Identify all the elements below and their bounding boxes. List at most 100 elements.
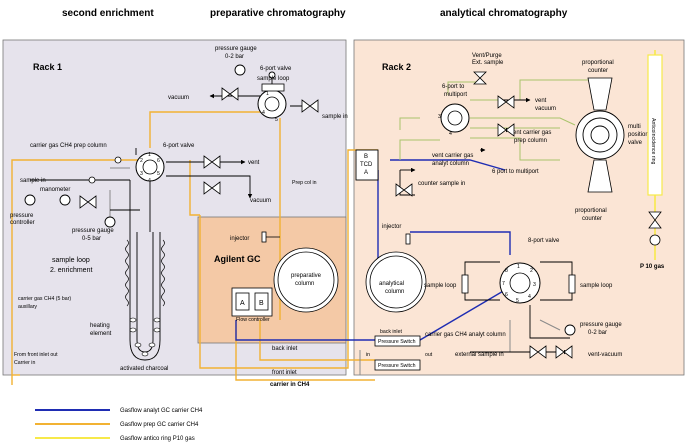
tcd-box (355, 149, 379, 181)
multi-position-valve[interactable] (575, 110, 625, 160)
front-inlet-label: front inlet (272, 370, 297, 376)
manometer-label: manometer (40, 187, 70, 193)
manometer (59, 194, 71, 206)
pressure-gauge-right-label: pressure gauge (580, 322, 622, 328)
prop-counter-top-label: proportional (582, 60, 614, 66)
pressure-gauge-right (564, 324, 576, 336)
port-a-left-label: A (240, 300, 245, 307)
six-port-valve-left[interactable] (135, 152, 165, 182)
heating-element-label-2: element (90, 331, 112, 337)
p10-label: P 10 gas (640, 264, 665, 270)
rack2-label: Rack 2 (382, 62, 411, 72)
port-label: 8 (505, 268, 508, 274)
activated-charcoal (129, 317, 161, 357)
prop-counter-top-label-2: counter (588, 68, 608, 74)
port-label: 4 (262, 110, 265, 116)
pressure-switch-bottom-text: Pressure Switch (378, 363, 416, 369)
six-to-multiport-label: 6-port to (442, 84, 465, 90)
pressure-gauge-left-range: 0-5 bar (82, 236, 101, 242)
injector-left (261, 231, 267, 243)
proportional-counter-top (587, 77, 613, 111)
port-label: 5 (275, 117, 278, 123)
port-b-left-label: B (259, 300, 264, 307)
six-port-valve-top-label: 6-port valve (260, 66, 292, 72)
prop-counter-bottom-label: proportional (575, 208, 607, 214)
injector-left-label: injector (230, 236, 249, 242)
legend-label-prep: Gasflow prep GC carrier CH4 (120, 422, 199, 428)
pressure-gauge-top (234, 64, 246, 76)
injector-right-label: injector (382, 224, 401, 230)
pressure-controller[interactable] (24, 194, 36, 206)
vacuum-top-label: vacuum (168, 95, 189, 101)
vent-vacuum-bottom-label: vent-vacuum (588, 352, 622, 358)
port-label: 5 (516, 298, 519, 304)
valve-icon[interactable] (79, 87, 319, 209)
pressure-gauge-left-label: pressure gauge (72, 228, 114, 234)
proportional-counter-bottom (587, 159, 613, 193)
sample-loop-top (261, 83, 285, 92)
six-port-valve-right[interactable] (440, 103, 470, 133)
pressure-switch-in-label: in (366, 352, 370, 358)
preparative-column-label: preparative (291, 273, 322, 279)
legend: Gasflow analyt GC carrier CH4 Gasflow pr… (35, 408, 203, 442)
agilent-gc-label: Agilent GC (214, 254, 261, 264)
back-inlet-label: back inlet (272, 346, 298, 352)
port-label: 1 (517, 264, 520, 270)
vent-purge-label: Vent/Purge (472, 53, 502, 59)
prop-counter-bottom-label-2: counter (582, 216, 602, 222)
sample-loop-right-label-1: sample loop (424, 283, 457, 289)
analytical-column (365, 251, 427, 313)
pressure-controller-label: pressure (10, 213, 34, 219)
six-to-multiport-flow-label: 6 port to multiport (492, 169, 539, 175)
prep-col-in-label: Prep col in (292, 180, 317, 186)
vent-vacuum-label: vent (535, 98, 547, 104)
eight-port-valve-label: 8-port valve (528, 238, 560, 244)
vent-carrier-analyt-label-2: analyt column (432, 161, 469, 167)
pressure-gauge-left (104, 216, 116, 228)
port-label: 7 (502, 281, 505, 287)
pressure-controller-label-2: controller (10, 220, 35, 226)
tcd-label: TCD (360, 162, 373, 168)
carrier-analyt-label: carrier gas CH4 analyt column (425, 332, 506, 338)
eight-port-valve[interactable] (499, 262, 541, 304)
injector-right (405, 233, 411, 245)
sample-loop-top-label: sample loop (257, 76, 290, 82)
vent-purge-label-2: Ext. sample (472, 60, 504, 66)
port-label: 2 (140, 158, 143, 164)
pressure-gauge-top-range: 0-2 bar (225, 54, 244, 60)
pressure-switch-top-label: back inlet (380, 329, 402, 335)
port-b-left (254, 292, 269, 311)
multi-valve-label-3: valve (628, 140, 643, 146)
fitting-icon (88, 156, 122, 184)
sample-loop-enrichment-label: sample loop (52, 257, 90, 264)
header-analytical: analytical chromatography (440, 8, 568, 19)
analytical-column-label: analytical (379, 281, 404, 287)
six-to-multiport-label-2: multiport (444, 92, 467, 98)
from-front-inlet-label-2: Carrier in (14, 360, 35, 366)
preparative-column (273, 247, 339, 313)
port-label: 4 (528, 294, 531, 300)
carrier-aux-label: carrier gas CH4 (5 bar) (18, 296, 71, 302)
pressure-switch-top-text: Pressure Switch (378, 339, 416, 345)
legend-label-p10: Gasflow antico ring P10 gas (120, 436, 195, 442)
vent-left-label: vent (248, 160, 260, 166)
port-label: 6 (157, 158, 160, 164)
carrier-aux-label-2: auxillary (18, 304, 37, 310)
heating-element-label: heating (90, 323, 110, 329)
legend-label-analyt: Gasflow analyt GC carrier CH4 (120, 408, 203, 414)
anticoincidence-ring (647, 54, 663, 196)
pressure-gauge-top-label: pressure gauge (215, 46, 257, 52)
header-preparative: preparative chromatography (210, 8, 346, 19)
port-a-left (235, 292, 250, 311)
vent-carrier-prep-label-2: prep column (514, 138, 547, 144)
pressure-switch-out-label: out (425, 352, 433, 358)
sample-in-left-label: sample in (20, 178, 46, 184)
carrier-ch4-label: carrier in CH4 (270, 382, 310, 388)
vent-carrier-analyt-label: vent carrier gas (432, 153, 473, 159)
port-label: 4 (148, 178, 151, 184)
flow-controller-label: Flow controller (236, 317, 270, 323)
pressure-switch-bottom (374, 359, 421, 371)
valve-icon[interactable] (395, 71, 662, 359)
from-front-inlet-label: From front inlet out (14, 352, 58, 358)
port-label: 4 (449, 131, 452, 137)
